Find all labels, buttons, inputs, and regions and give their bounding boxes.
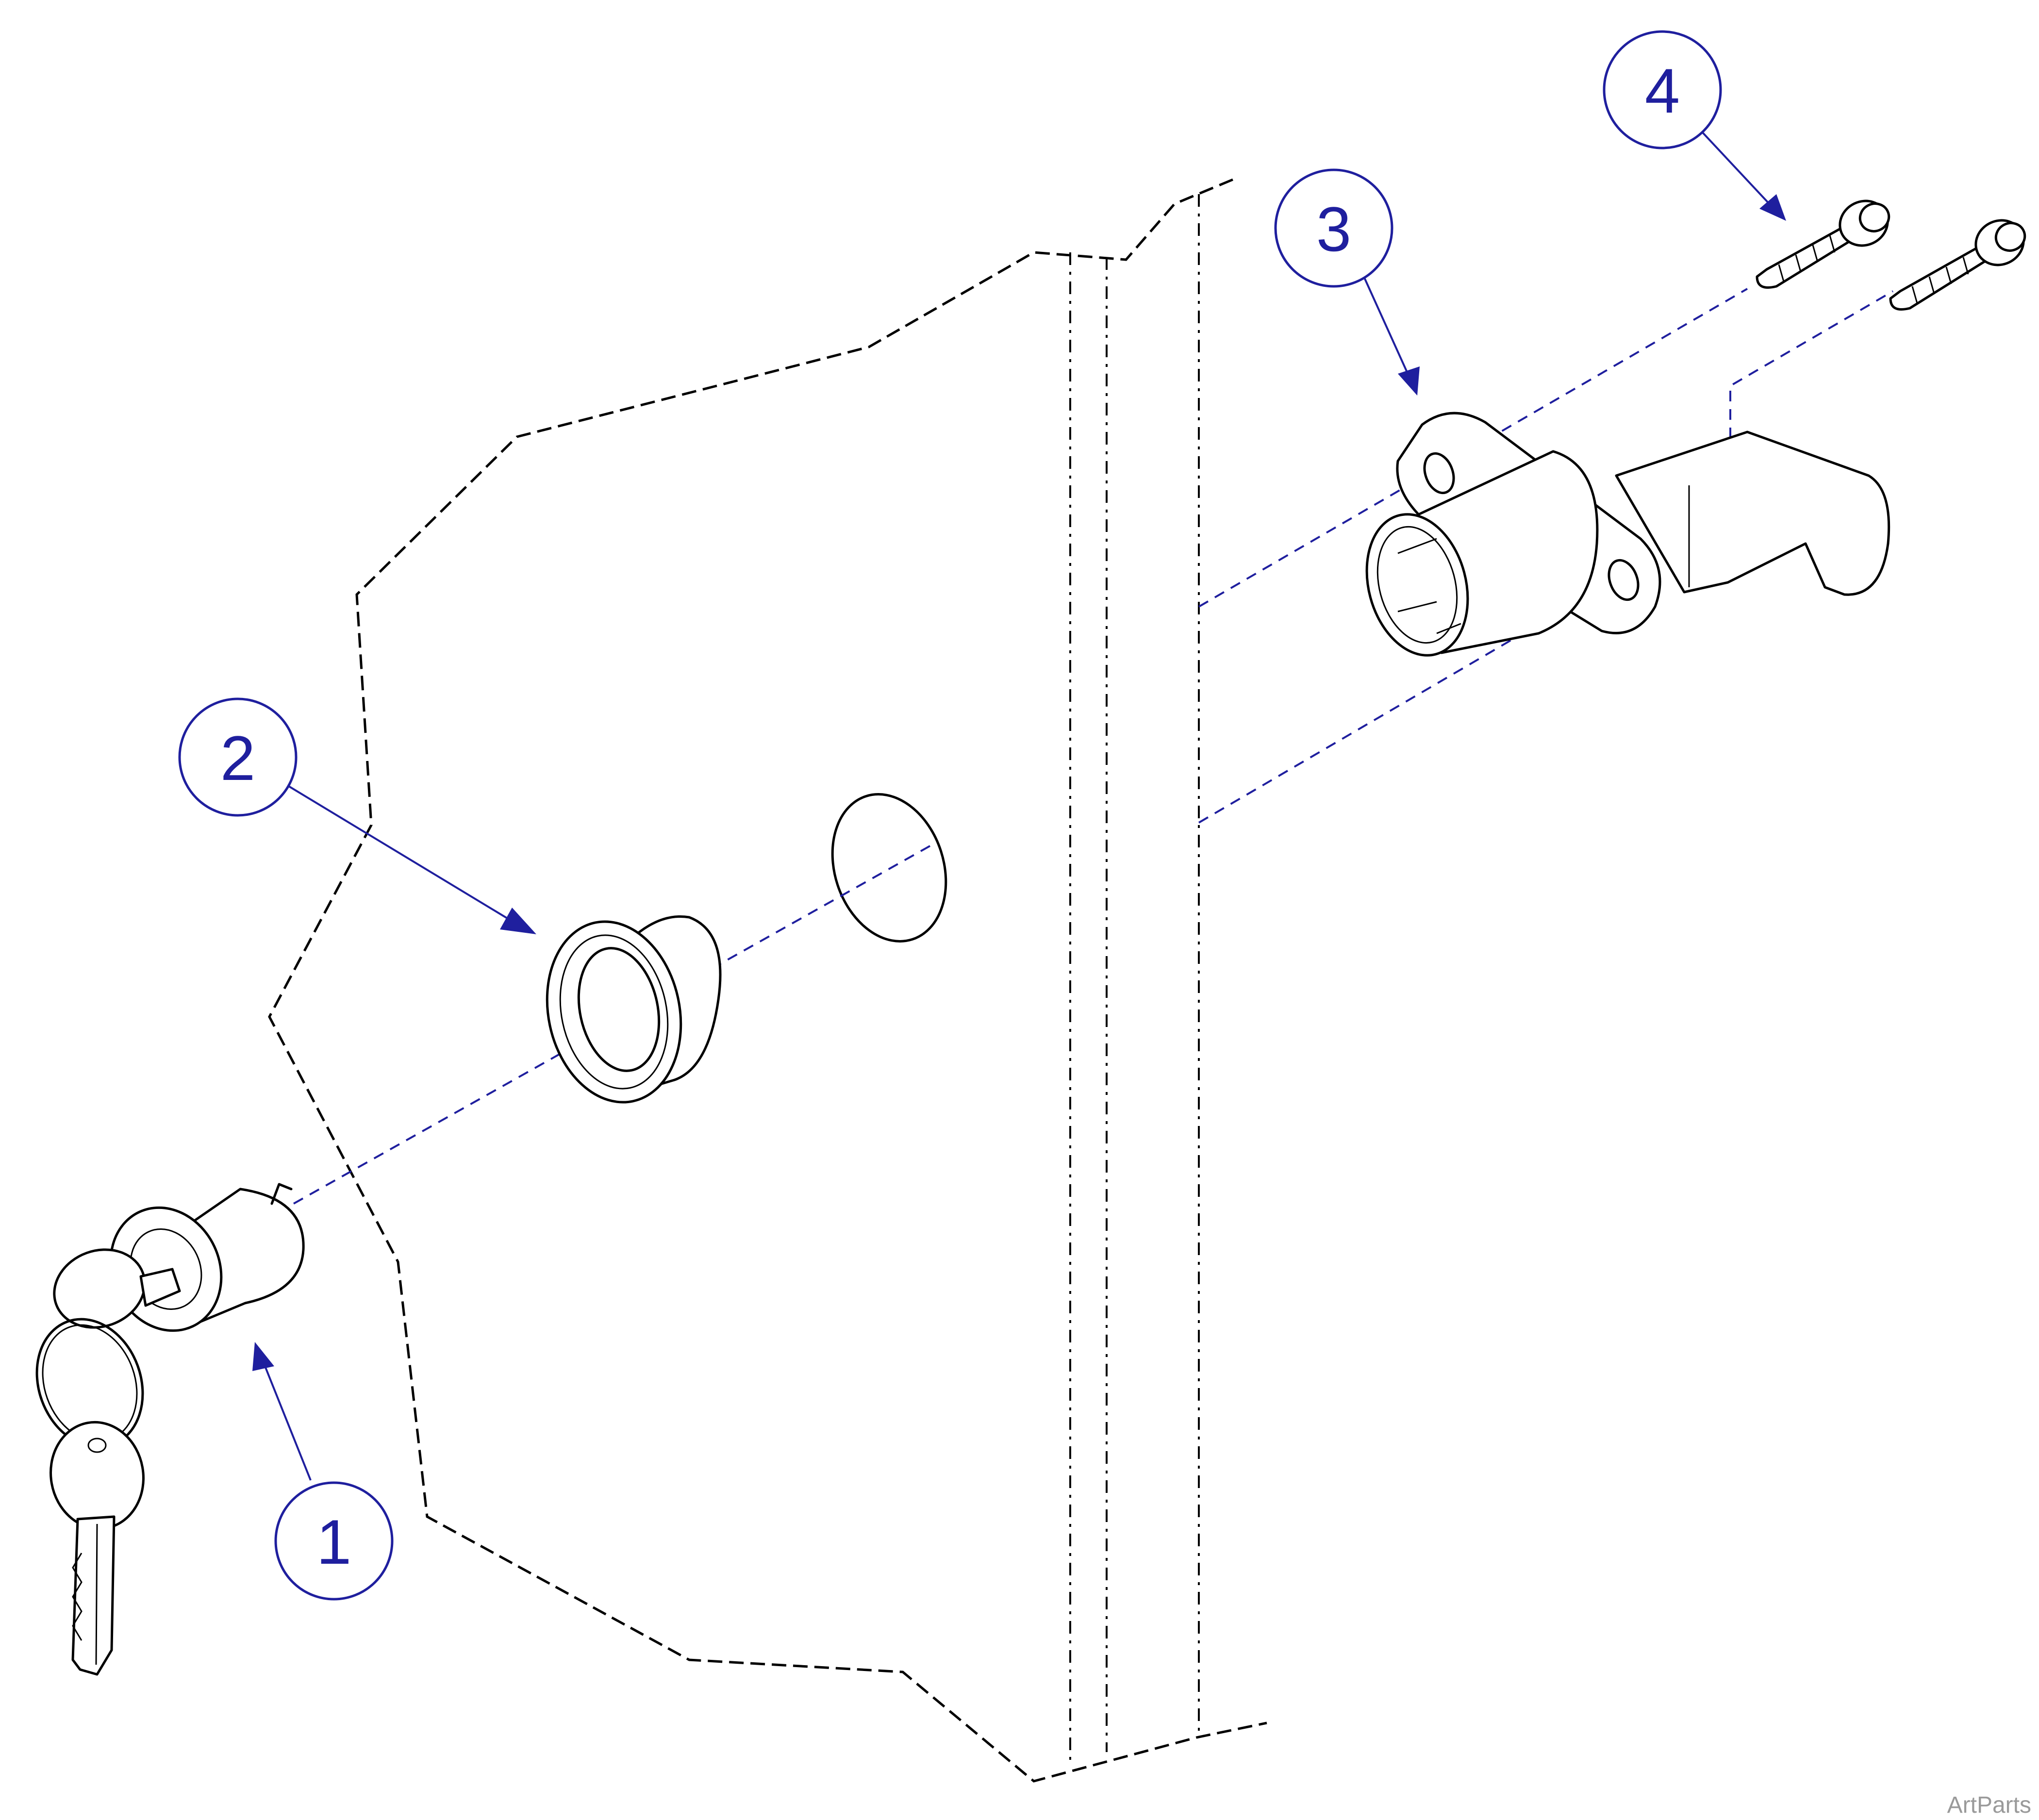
callout-2: 2 [178,697,298,817]
bezel-grommet-icon [546,915,722,1104]
callout-4-label: 4 [1645,55,1680,126]
panel-hole [831,793,947,943]
callout-2-label: 2 [220,723,255,794]
flat-head-screw-icon [1756,199,2026,311]
callout-4: 4 [1603,30,1722,149]
door-panel-outline [268,178,1267,1783]
explosion-lines [293,288,1894,1205]
callout-3-label: 3 [1316,194,1351,265]
cam-latch-housing-icon [1365,412,1890,657]
leader-lines [252,130,1786,1481]
callout-3: 3 [1274,168,1393,288]
callout-1-label: 1 [316,1506,351,1577]
callout-1: 1 [274,1481,394,1601]
watermark-text: ArtParts [1947,1792,2031,1818]
lock-cylinder-with-keys-icon [35,1183,305,1676]
